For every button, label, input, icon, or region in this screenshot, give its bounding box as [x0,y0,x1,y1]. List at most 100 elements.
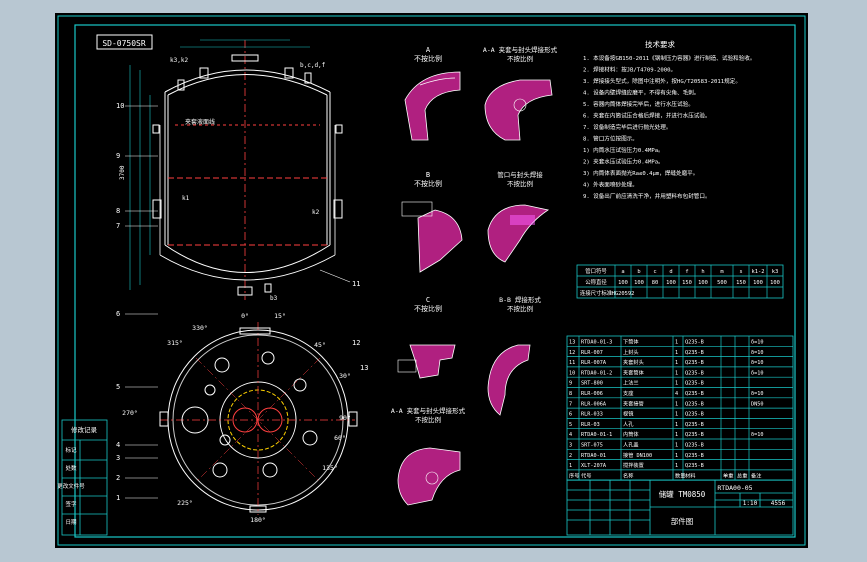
parts-cell: 材料 [685,471,695,479]
title-block [566,479,794,536]
parts-cell: 1 [675,422,678,428]
parts-cell: RLR-03 [581,422,600,428]
part-label: 3 [116,454,120,462]
parts-cell: Q235-B [685,370,704,376]
svg-text:3700: 3700 [119,165,126,180]
revision-cell: 标记 [65,446,77,454]
tech-line: 7. 设备制造完毕后进行抛光处理。 [583,123,671,131]
detail-views: A 不按比例 A-A 夹套与封头焊接形式 不按比例 B 不按比例 管口与封头焊接… [391,45,558,506]
parts-cell: 总重 [737,471,747,479]
product-name: 储罐 TM0850 [659,489,706,499]
tech-title: 技术要求 [645,39,675,49]
table-cell: m [720,269,723,275]
table-cell: d [669,269,672,275]
parts-cell: 1 [569,463,572,469]
parts-cell: 夹套筒体 [623,368,645,376]
parts-cell: 11 [569,360,575,366]
parts-cell: Q235-B [685,350,704,356]
tech-line: 9. 设备出厂前应清洗干净，并用塑料布包封管口。 [583,192,711,200]
sheet-name: 部件图 [671,516,694,526]
parts-cell: Q235-B [685,412,704,418]
parts-cell: 1 [675,443,678,449]
parts-cell: 1 [675,401,678,407]
parts-cell: 夹套封头 [623,358,644,366]
parts-cell: 1 [675,340,678,346]
svg-text:不按比例: 不按比例 [414,54,442,63]
table-cell: HG20592 [612,291,635,297]
revision-cell: 签字 [65,500,77,508]
parts-cell: Q235-B [685,391,704,397]
table-cell: 80 [652,280,659,286]
revision-table-title: 修改记录 [71,425,98,434]
parts-cell: Q235-B [685,401,704,407]
svg-text:C: C [426,296,430,304]
label-11: 11 [352,280,360,288]
svg-text:b3: b3 [270,295,278,302]
parts-cell: 人孔盖 [623,441,639,449]
parts-cell: SRT-075 [581,443,603,449]
parts-cell: 6 [569,412,572,418]
table-cell: 公称直径 [585,278,607,286]
parts-cell: 人孔 [623,420,634,428]
parts-cell: 备注 [751,471,761,479]
parts-cell: Q235-B [685,453,704,459]
parts-cell: Q235-B [685,381,704,387]
svg-text:不按比例: 不按比例 [507,179,533,188]
inner-border [74,24,796,538]
table-cell: 500 [717,280,727,286]
parts-cell: 1 [675,370,678,376]
svg-text:夹套液面线: 夹套液面线 [185,118,215,126]
parts-cell: 内筒体 [623,430,639,438]
parts-cell: RLR-007 [581,350,603,356]
revision-cell: 日期 [65,519,77,526]
svg-text:A-A 夹套与封头焊接形式: A-A 夹套与封头焊接形式 [391,406,466,415]
table-cell: 100 [753,280,763,286]
svg-text:k3,k2: k3,k2 [170,57,188,64]
vessel-elevation [129,39,351,300]
table-cell: 100 [770,280,780,286]
svg-text:不按比例: 不按比例 [415,415,441,424]
tech-line: 1. 本设备按GB150-2011《钢制压力容器》进行制造、试验和验收。 [583,54,755,62]
svg-text:k1: k1 [182,195,190,202]
parts-cell: Q235-B [685,360,704,366]
parts-cell: Q235-B [685,340,704,346]
table-cell: f [685,269,688,275]
part-label: 7 [116,222,120,230]
parts-cell: 2 [569,453,572,459]
parts-cell: RLR-033 [581,412,603,418]
parts-cell: RLR-006A [581,401,607,407]
tech-line: 2) 夹套水压试验压力0.4MPa。 [583,158,664,166]
parts-cell: 视镜 [623,410,633,418]
parts-cell: 12 [569,350,575,356]
parts-cell: δ=10 [751,370,764,376]
parts-cell: 8 [569,391,572,397]
weight: 4556 [771,500,786,507]
svg-text:不按比例: 不按比例 [507,304,533,313]
tech-line: 4. 设备内壁焊缝应磨平，不得有尖角、毛刺。 [583,89,699,97]
table-cell: h [701,269,704,275]
parts-cell: RTDA0-01 [581,453,606,459]
parts-cell: 1 [675,463,678,469]
parts-cell: 1 [675,432,678,438]
revision-cell: 更改文件号 [57,482,85,490]
parts-cell: 支座 [623,389,633,397]
svg-text:A-A 夹套与封头焊接形式: A-A 夹套与封头焊接形式 [483,45,558,54]
angle-label: 225° [177,499,193,507]
angle-label: 0° [241,312,249,320]
parts-cell: Q235-B [685,463,704,469]
tech-requirements: 1. 本设备按GB150-2011《钢制压力容器》进行制造、试验和验收。2. 焊… [583,54,755,200]
parts-cell: 4 [675,391,678,397]
parts-cell: DN50 [751,401,764,407]
angle-label: 180° [250,516,266,524]
svg-text:B-B 焊接形式: B-B 焊接形式 [499,295,541,304]
parts-cell: δ=10 [751,350,764,356]
parts-cell: 7 [569,401,572,407]
parts-cell: Q235-B [685,432,704,438]
table-cell: a [621,269,624,275]
angle-label: 15° [274,312,286,320]
tech-line: 8. 管口方位按图示。 [583,135,638,143]
table-cell: k3 [772,269,779,275]
parts-cell: 单重 [723,471,733,479]
parts-cell: RLR-006 [581,391,603,397]
revision-cell: 处数 [65,464,77,472]
